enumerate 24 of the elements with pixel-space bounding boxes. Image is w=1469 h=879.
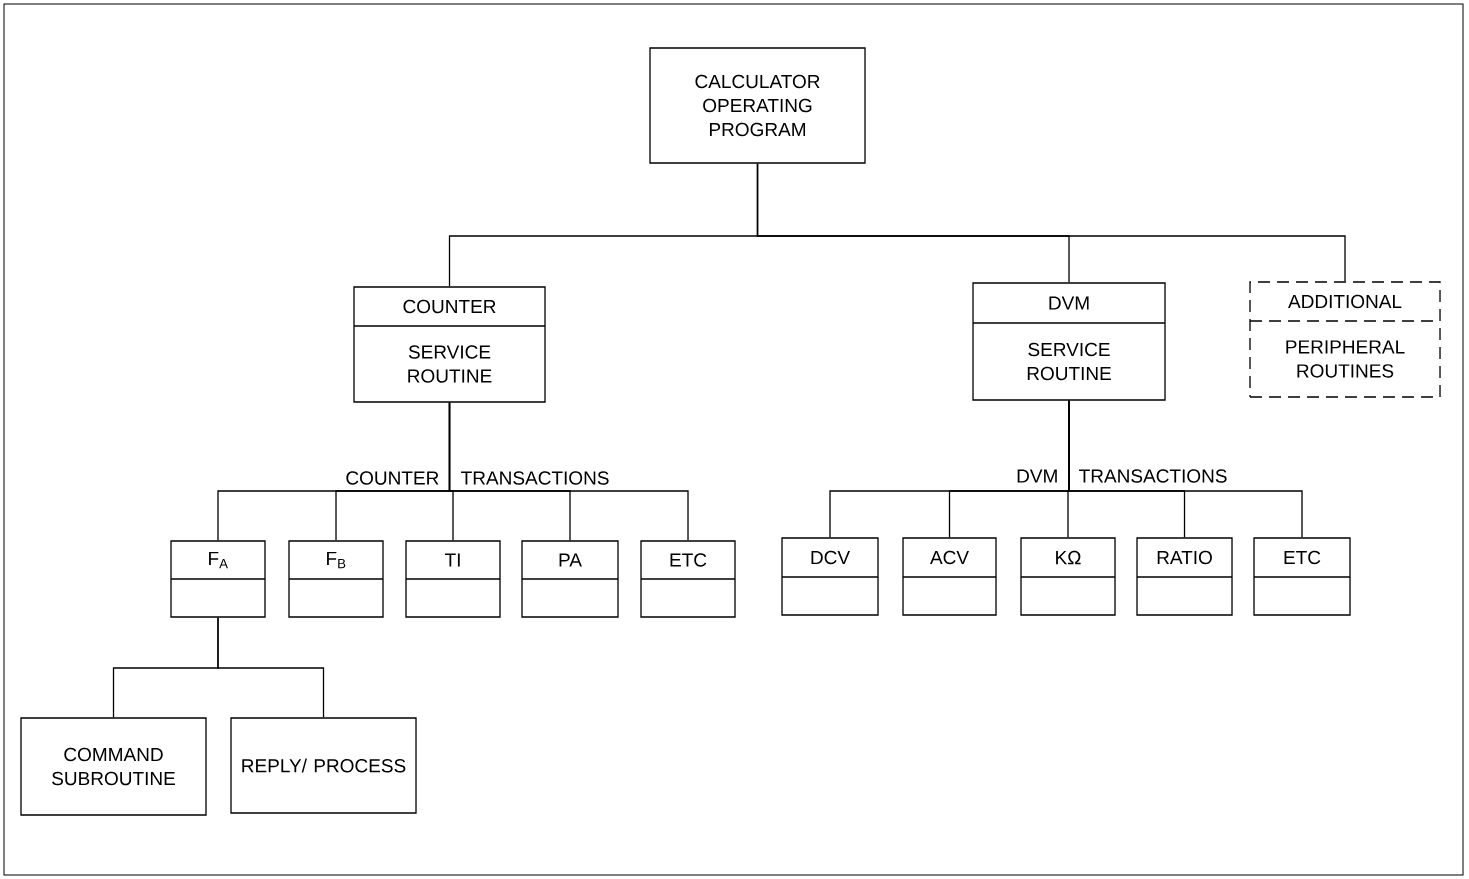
split-box: DCV (781, 537, 879, 616)
split-box: ETC (640, 540, 736, 618)
split-box: ETC (1253, 537, 1351, 616)
connector-line (1068, 400, 1303, 538)
connector-line (217, 617, 325, 718)
group-label: TRANSACTIONS (461, 471, 609, 485)
group-label: DVM (1017, 469, 1057, 483)
process-box: COMMAND SUBROUTINE (20, 717, 207, 816)
connector-line (756, 163, 1346, 282)
split-box: PA (521, 540, 619, 618)
split-box: ADDITIONAL PERIPHERAL ROUTINES (1249, 281, 1441, 398)
group-label: TRANSACTIONS (1079, 469, 1227, 483)
split-box: F$_{A}$ (170, 540, 266, 618)
split-box: KΩ (1020, 537, 1116, 616)
split-box: COUNTER SERVICE ROUTINE (353, 286, 546, 403)
process-box: REPLY/ PROCESS (230, 717, 417, 814)
split-box: DVM SERVICE ROUTINE (972, 282, 1166, 401)
split-box: RATIO (1136, 537, 1233, 616)
split-box: ACV (902, 537, 997, 616)
group-label: COUNTER (346, 471, 439, 485)
process-box: CALCULATOR OPERATING PROGRAM (649, 47, 866, 164)
split-box: TI (405, 540, 501, 618)
connector-line (448, 402, 689, 541)
split-box: F$_{B}$ (288, 540, 384, 618)
